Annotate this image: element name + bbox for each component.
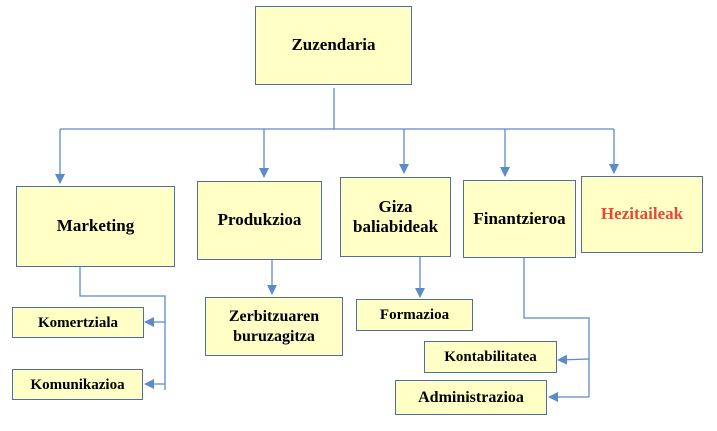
node-produkzioa: Produkzioa — [197, 181, 322, 260]
node-marketing: Marketing — [16, 186, 175, 267]
node-hezitaileak: Hezitaileak — [581, 176, 703, 253]
node-giza-baliabideak: Giza baliabideak — [340, 177, 451, 257]
node-zuzendaria: Zuzendaria — [255, 6, 412, 85]
node-administrazioa: Administrazioa — [395, 380, 547, 415]
connector-marketing-bus — [79, 267, 166, 390]
node-komunikazioa: Komunikazioa — [12, 369, 143, 400]
node-finantzieroa: Finantzieroa — [463, 180, 576, 258]
node-kontabilitatea: Kontabilitatea — [424, 341, 557, 373]
node-komertziala: Komertziala — [12, 307, 144, 338]
connector-finantzieroa-bus — [523, 258, 590, 397]
arrow-to-kontabilitatea — [557, 354, 590, 365]
node-formazioa: Formazioa — [356, 299, 473, 331]
node-zerbitzuaren-buruzagitza: Zerbitzuaren buruzagitza — [205, 297, 343, 356]
